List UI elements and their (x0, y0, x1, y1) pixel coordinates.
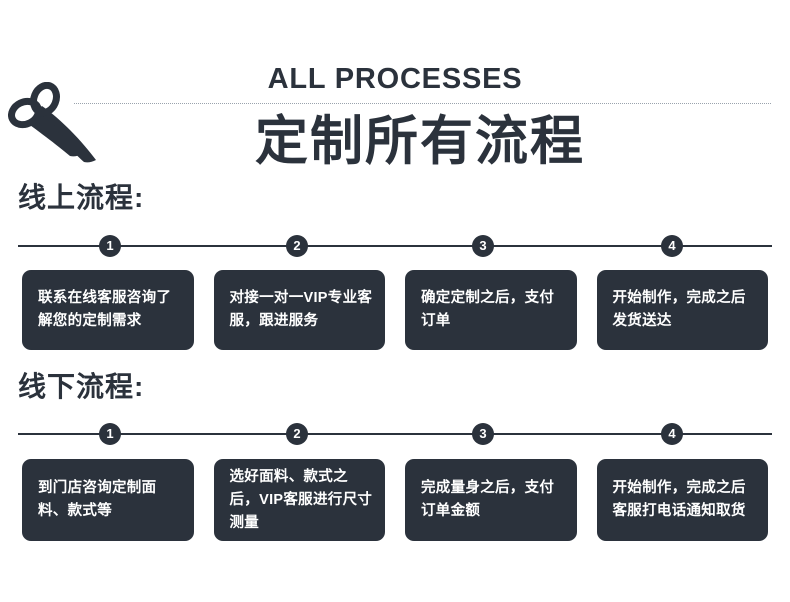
process-card-text: 开始制作，完成之后发货送达 (612, 290, 746, 329)
step-marker-1: 1 (99, 235, 121, 257)
step-marker-4: 4 (661, 235, 683, 257)
process-card-text: 开始制作，完成之后客服打电话通知取货 (612, 480, 746, 519)
process-cards-online: 联系在线客服咨询了解您的定制需求 对接一对一VIP专业客服，跟进服务 确定定制之… (22, 270, 768, 350)
dotted-cut-line (74, 103, 771, 104)
timeline-online (18, 245, 772, 247)
process-card-text: 确定定制之后，支付订单 (421, 290, 555, 329)
scissors-icon (8, 81, 108, 170)
process-card-text: 到门店咨询定制面料、款式等 (38, 480, 157, 519)
process-card-text: 选好面料、款式之后，VIP客服进行尺寸测量 (229, 468, 373, 531)
section-label-online: 线上流程: (18, 182, 145, 213)
step-marker-3: 3 (472, 235, 494, 257)
page-header: ALL PROCESSES 定制所有流程 (0, 0, 790, 175)
process-card: 联系在线客服咨询了解您的定制需求 (22, 270, 194, 350)
process-card: 开始制作，完成之后客服打电话通知取货 (596, 459, 768, 541)
step-marker-2: 2 (286, 423, 308, 445)
step-marker-1: 1 (99, 423, 121, 445)
step-marker-2: 2 (286, 235, 308, 257)
section-label-offline: 线下流程: (18, 371, 145, 402)
page-title-chinese: 定制所有流程 (255, 112, 585, 171)
step-marker-3: 3 (472, 423, 494, 445)
process-card-text: 完成量身之后，支付订单金额 (421, 480, 555, 519)
process-card: 到门店咨询定制面料、款式等 (22, 459, 194, 541)
page-title-english: ALL PROCESSES (267, 63, 523, 95)
process-card: 确定定制之后，支付订单 (405, 270, 577, 350)
process-card: 完成量身之后，支付订单金额 (405, 459, 577, 541)
process-cards-offline: 到门店咨询定制面料、款式等 选好面料、款式之后，VIP客服进行尺寸测量 完成量身… (22, 459, 768, 541)
process-card-text: 对接一对一VIP专业客服，跟进服务 (229, 290, 373, 329)
timeline-offline (18, 433, 772, 435)
step-marker-4: 4 (661, 423, 683, 445)
process-card: 开始制作，完成之后发货送达 (596, 270, 768, 350)
process-card: 选好面料、款式之后，VIP客服进行尺寸测量 (213, 459, 385, 541)
process-card-text: 联系在线客服咨询了解您的定制需求 (38, 290, 172, 329)
process-card: 对接一对一VIP专业客服，跟进服务 (213, 270, 385, 350)
